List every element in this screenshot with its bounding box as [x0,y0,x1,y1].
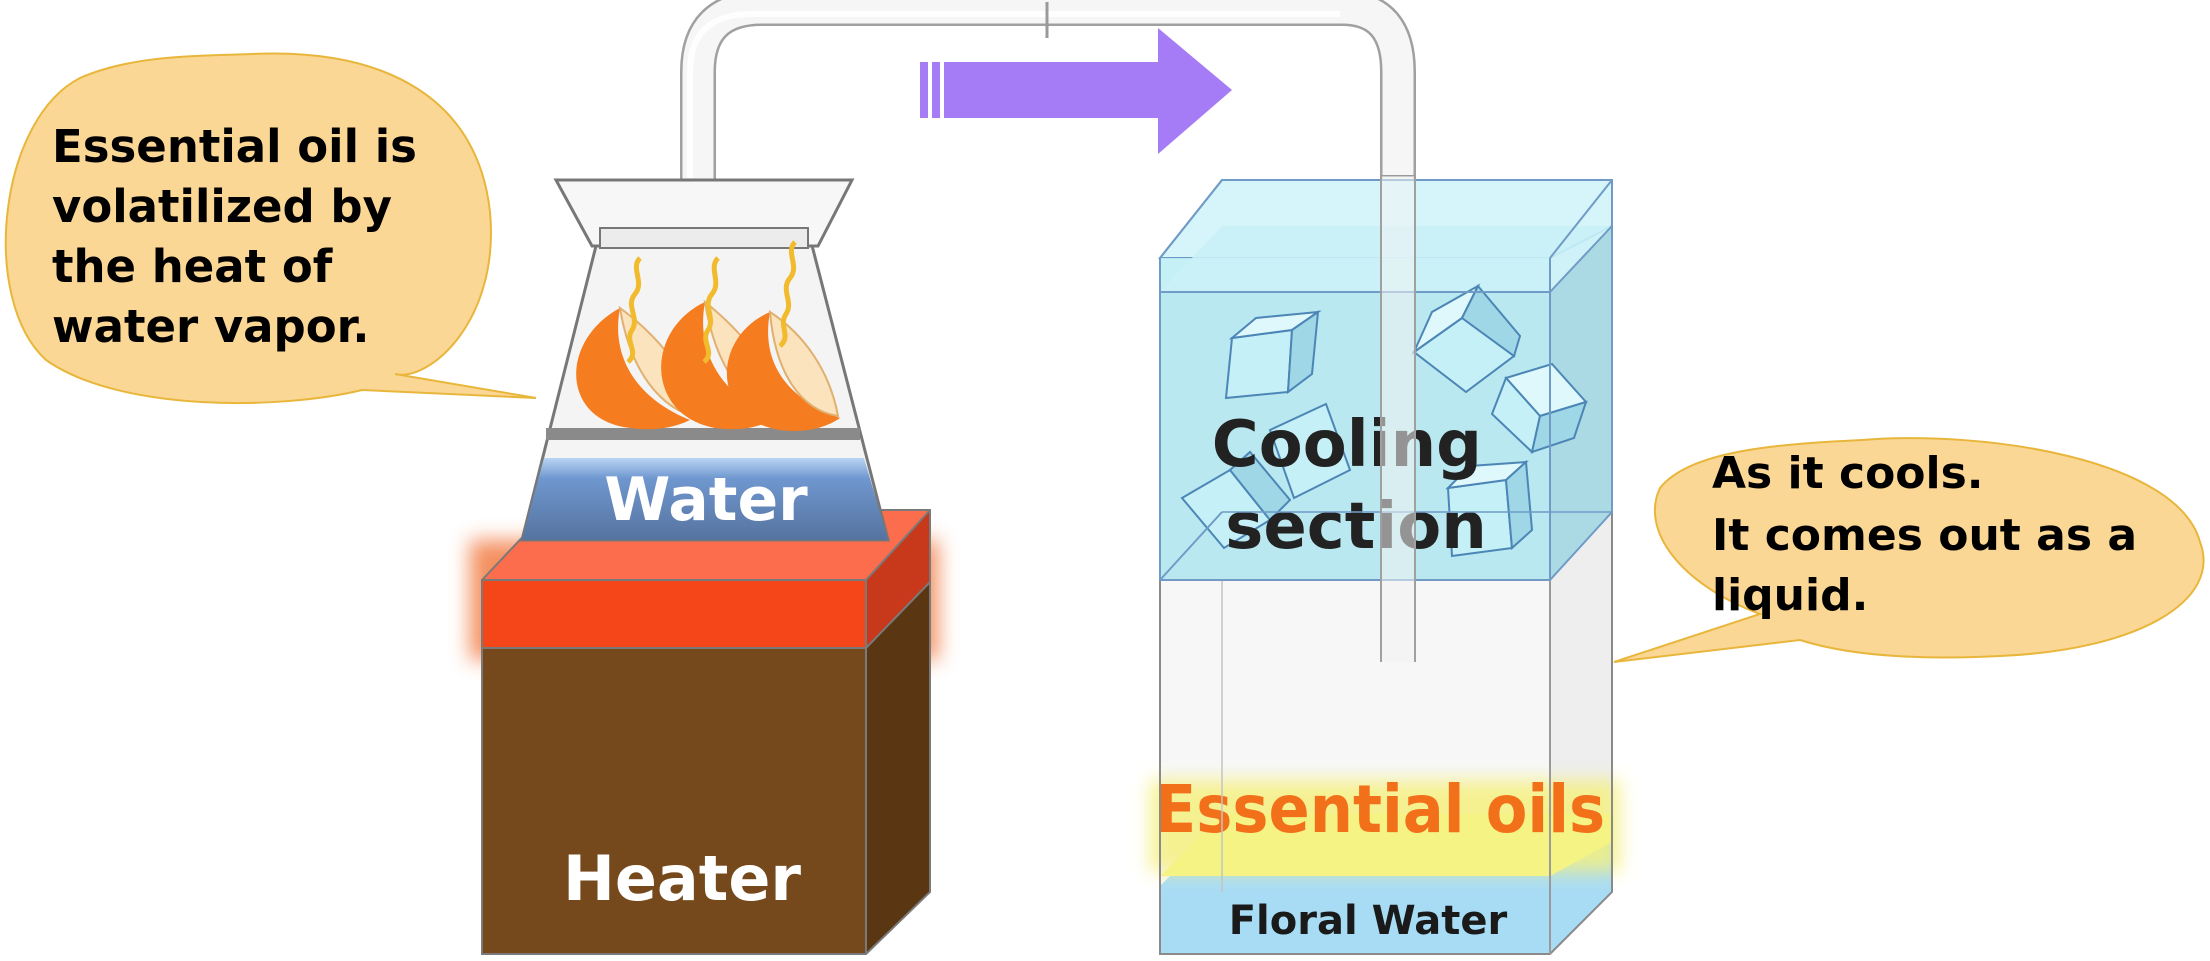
callout-left: Essential oil is volatilized by the heat… [4,52,537,405]
callout-right: As it cools. It comes out as a liquid. [1613,437,2205,663]
steam-icon [626,240,798,364]
heater-label: Heater [563,842,801,915]
svg-text:Essential oil is volatil: Essential oil is volatilized by the heat… [52,120,433,353]
svg-text:As it cools. It comes ou: As it cools. It comes out as a liquid. [1712,448,2152,621]
essential-oils-label: Essential oils [1155,771,1605,848]
floral-water-label: Floral Water [1229,898,1508,944]
ice-cube-icon [1180,402,1352,550]
ice-cube-icon [1224,309,1322,400]
callout-left-line-1: Essential oil is [52,120,417,173]
distillation-flask: Water [520,178,890,542]
ice-cube-icon [1445,459,1534,558]
cooling-label-line-1: Cooling [1212,408,1482,482]
callout-left-line-2: volatilized by [52,180,392,233]
callout-right-line-3: liquid. [1712,570,1868,621]
cooling-label-line-2: section [1225,490,1487,564]
heater: Heater [470,509,938,955]
water-label: Water [604,465,808,535]
svg-text:Cooling section: Cooling section [1212,408,1504,564]
callout-right-line-2: It comes out as a [1712,510,2137,561]
ice-cube-icon [1411,283,1522,394]
callout-left-line-3: the heat of [52,240,333,293]
ice-cube-icon [1490,362,1588,454]
flow-arrow-icon [920,28,1232,154]
callout-right-line-1: As it cools. [1712,448,1984,499]
cooling-tank: Floral Water Essential oils [1150,176,1620,955]
callout-left-line-4: water vapor. [52,300,370,353]
